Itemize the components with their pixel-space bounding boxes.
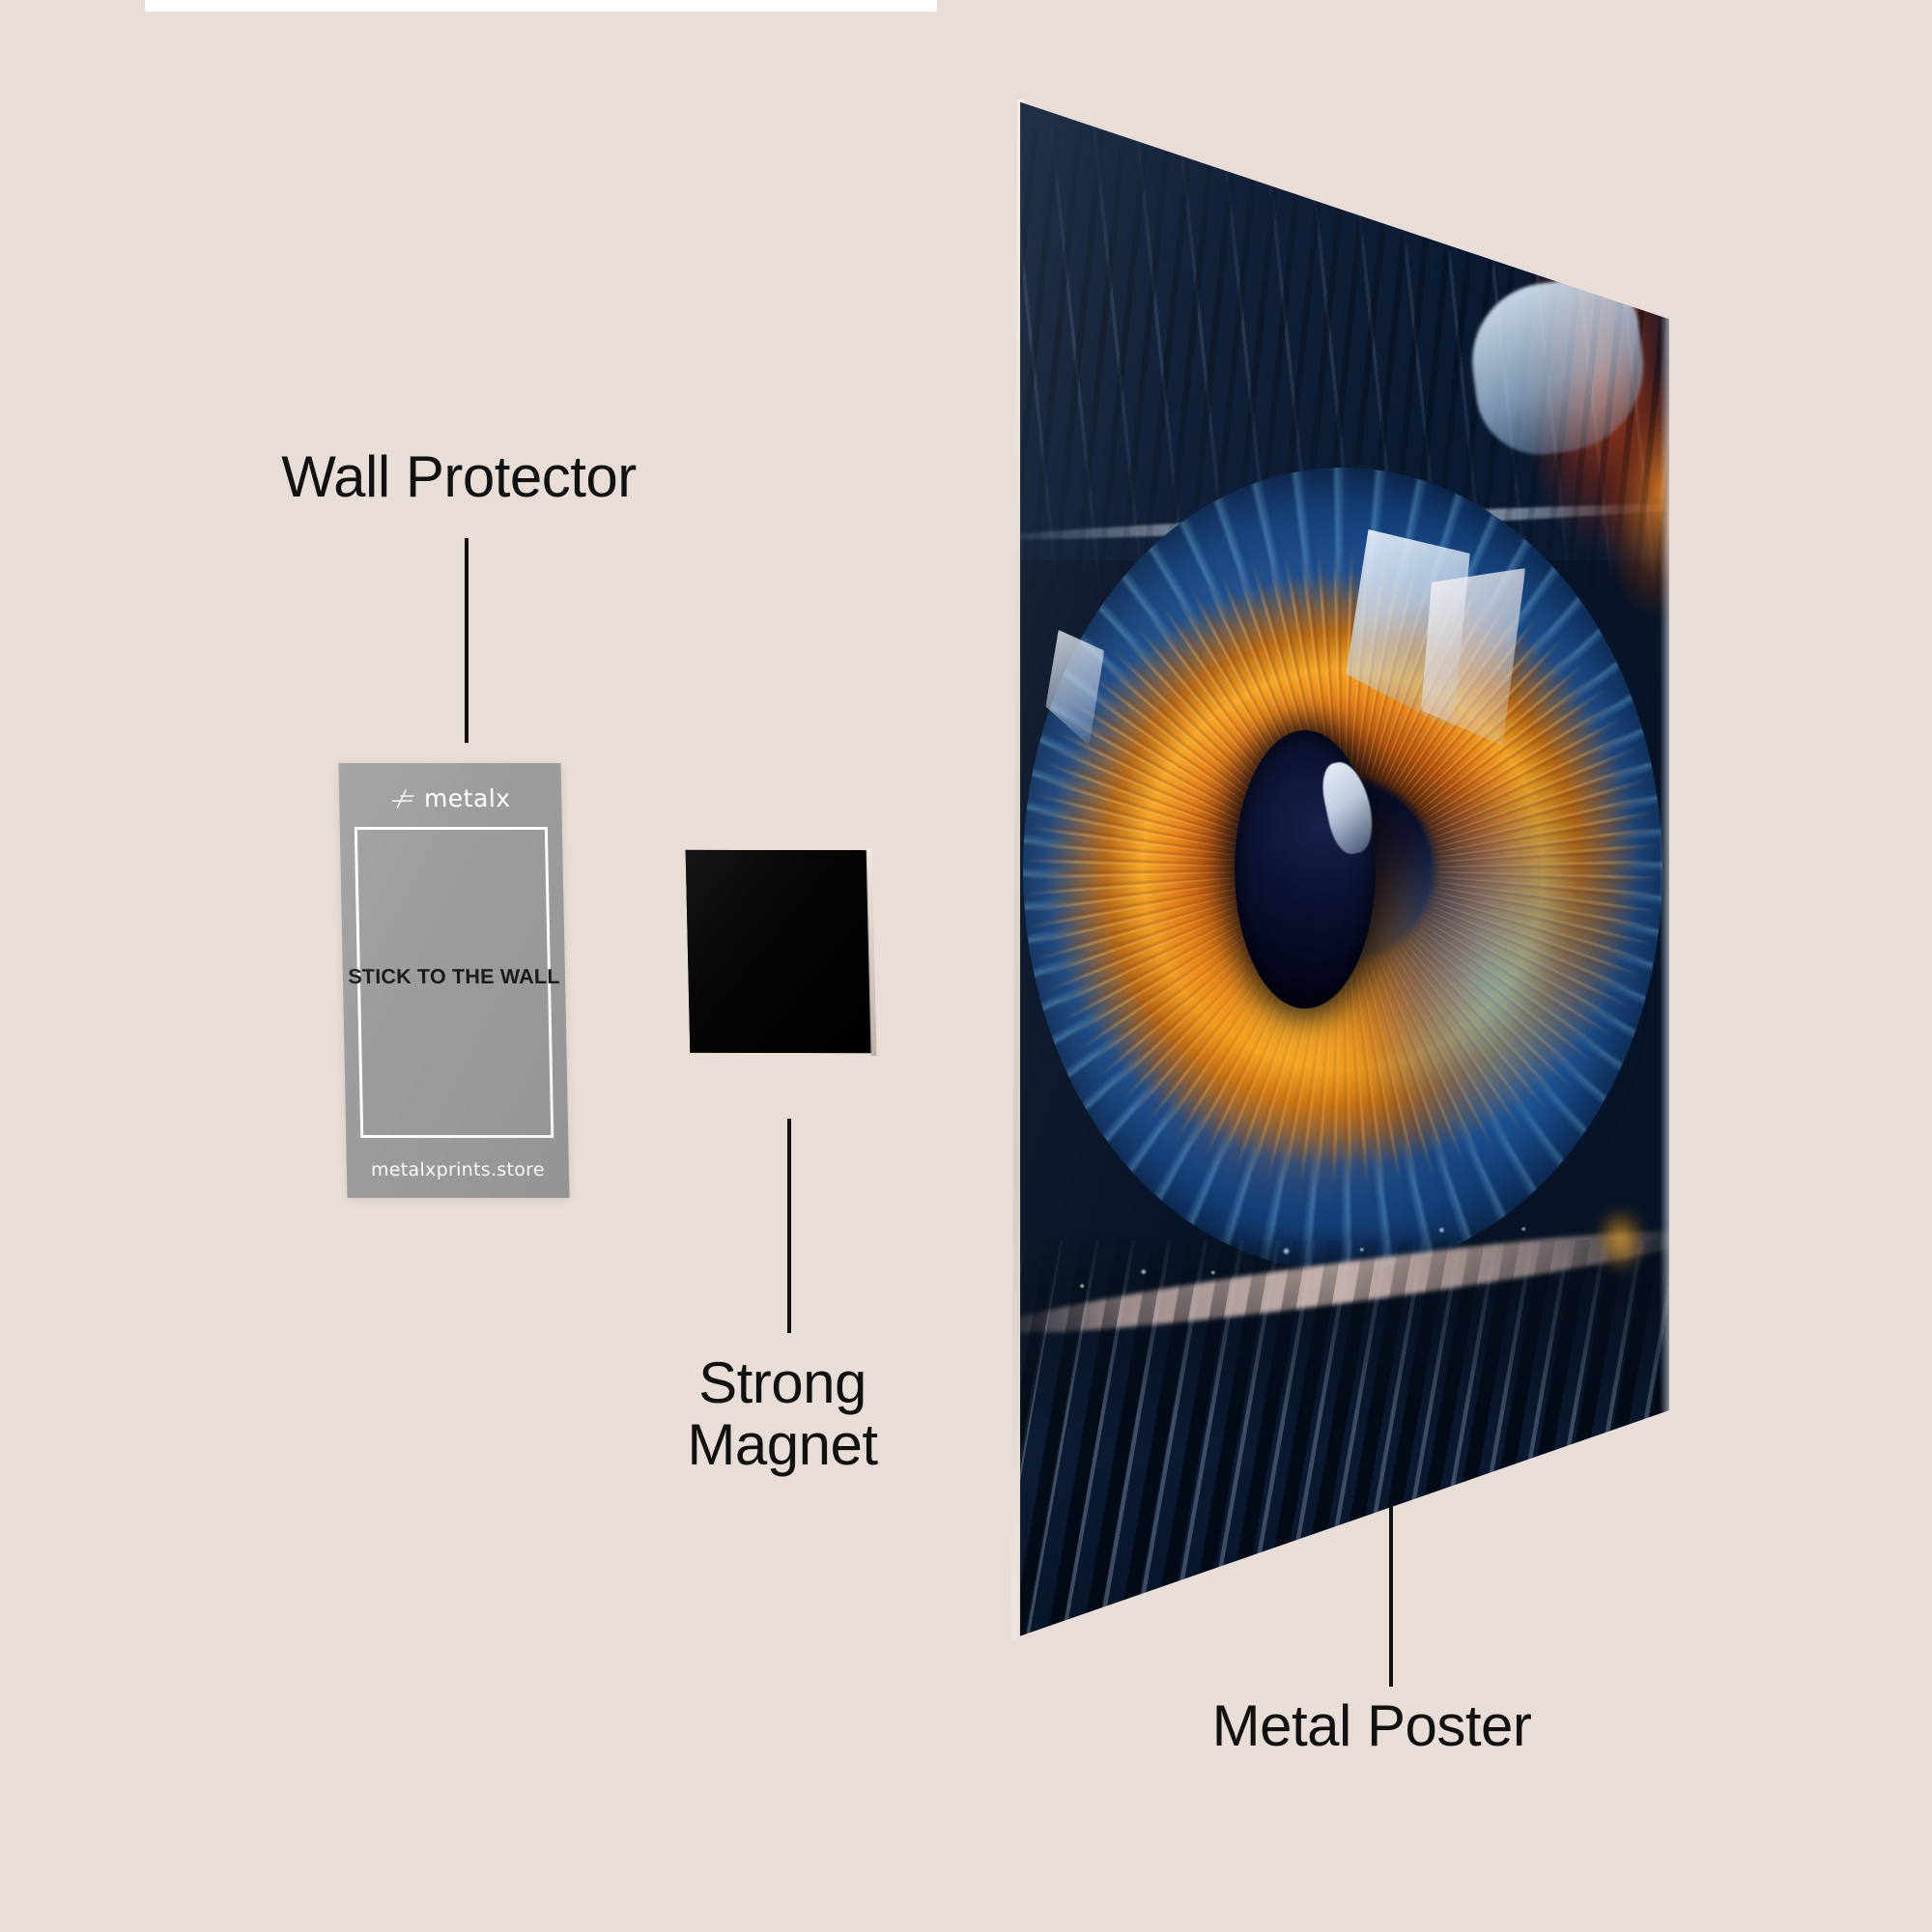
leader-line-metal-poster (1389, 1505, 1393, 1687)
brand-logo: metalx (339, 784, 562, 812)
artwork-lower-lashes (1020, 1240, 1669, 1636)
label-metal-poster: Metal Poster (1211, 1693, 1532, 1758)
strong-magnet-product (685, 849, 872, 1054)
artwork-amber-speck (1597, 1209, 1643, 1271)
label-wall-protector: Wall Protector (281, 444, 637, 509)
leader-line-strong-magnet (787, 1119, 791, 1333)
brand-logo-text: metalx (423, 784, 511, 813)
metalx-cross-icon (390, 788, 415, 810)
brand-url-text: metalxprints.store (370, 1158, 546, 1180)
poster-artwork-eye (1020, 101, 1669, 1636)
top-white-strip (145, 0, 937, 12)
wall-protector-card: metalx STICK TO THE WALL metalxprints.st… (338, 763, 570, 1198)
wall-protector-instruction-text: STICK TO THE WALL (348, 965, 560, 989)
metal-poster-product (1020, 101, 1669, 1636)
label-strong-magnet: Strong Magnet (687, 1350, 878, 1477)
leader-line-wall-protector (465, 538, 469, 743)
